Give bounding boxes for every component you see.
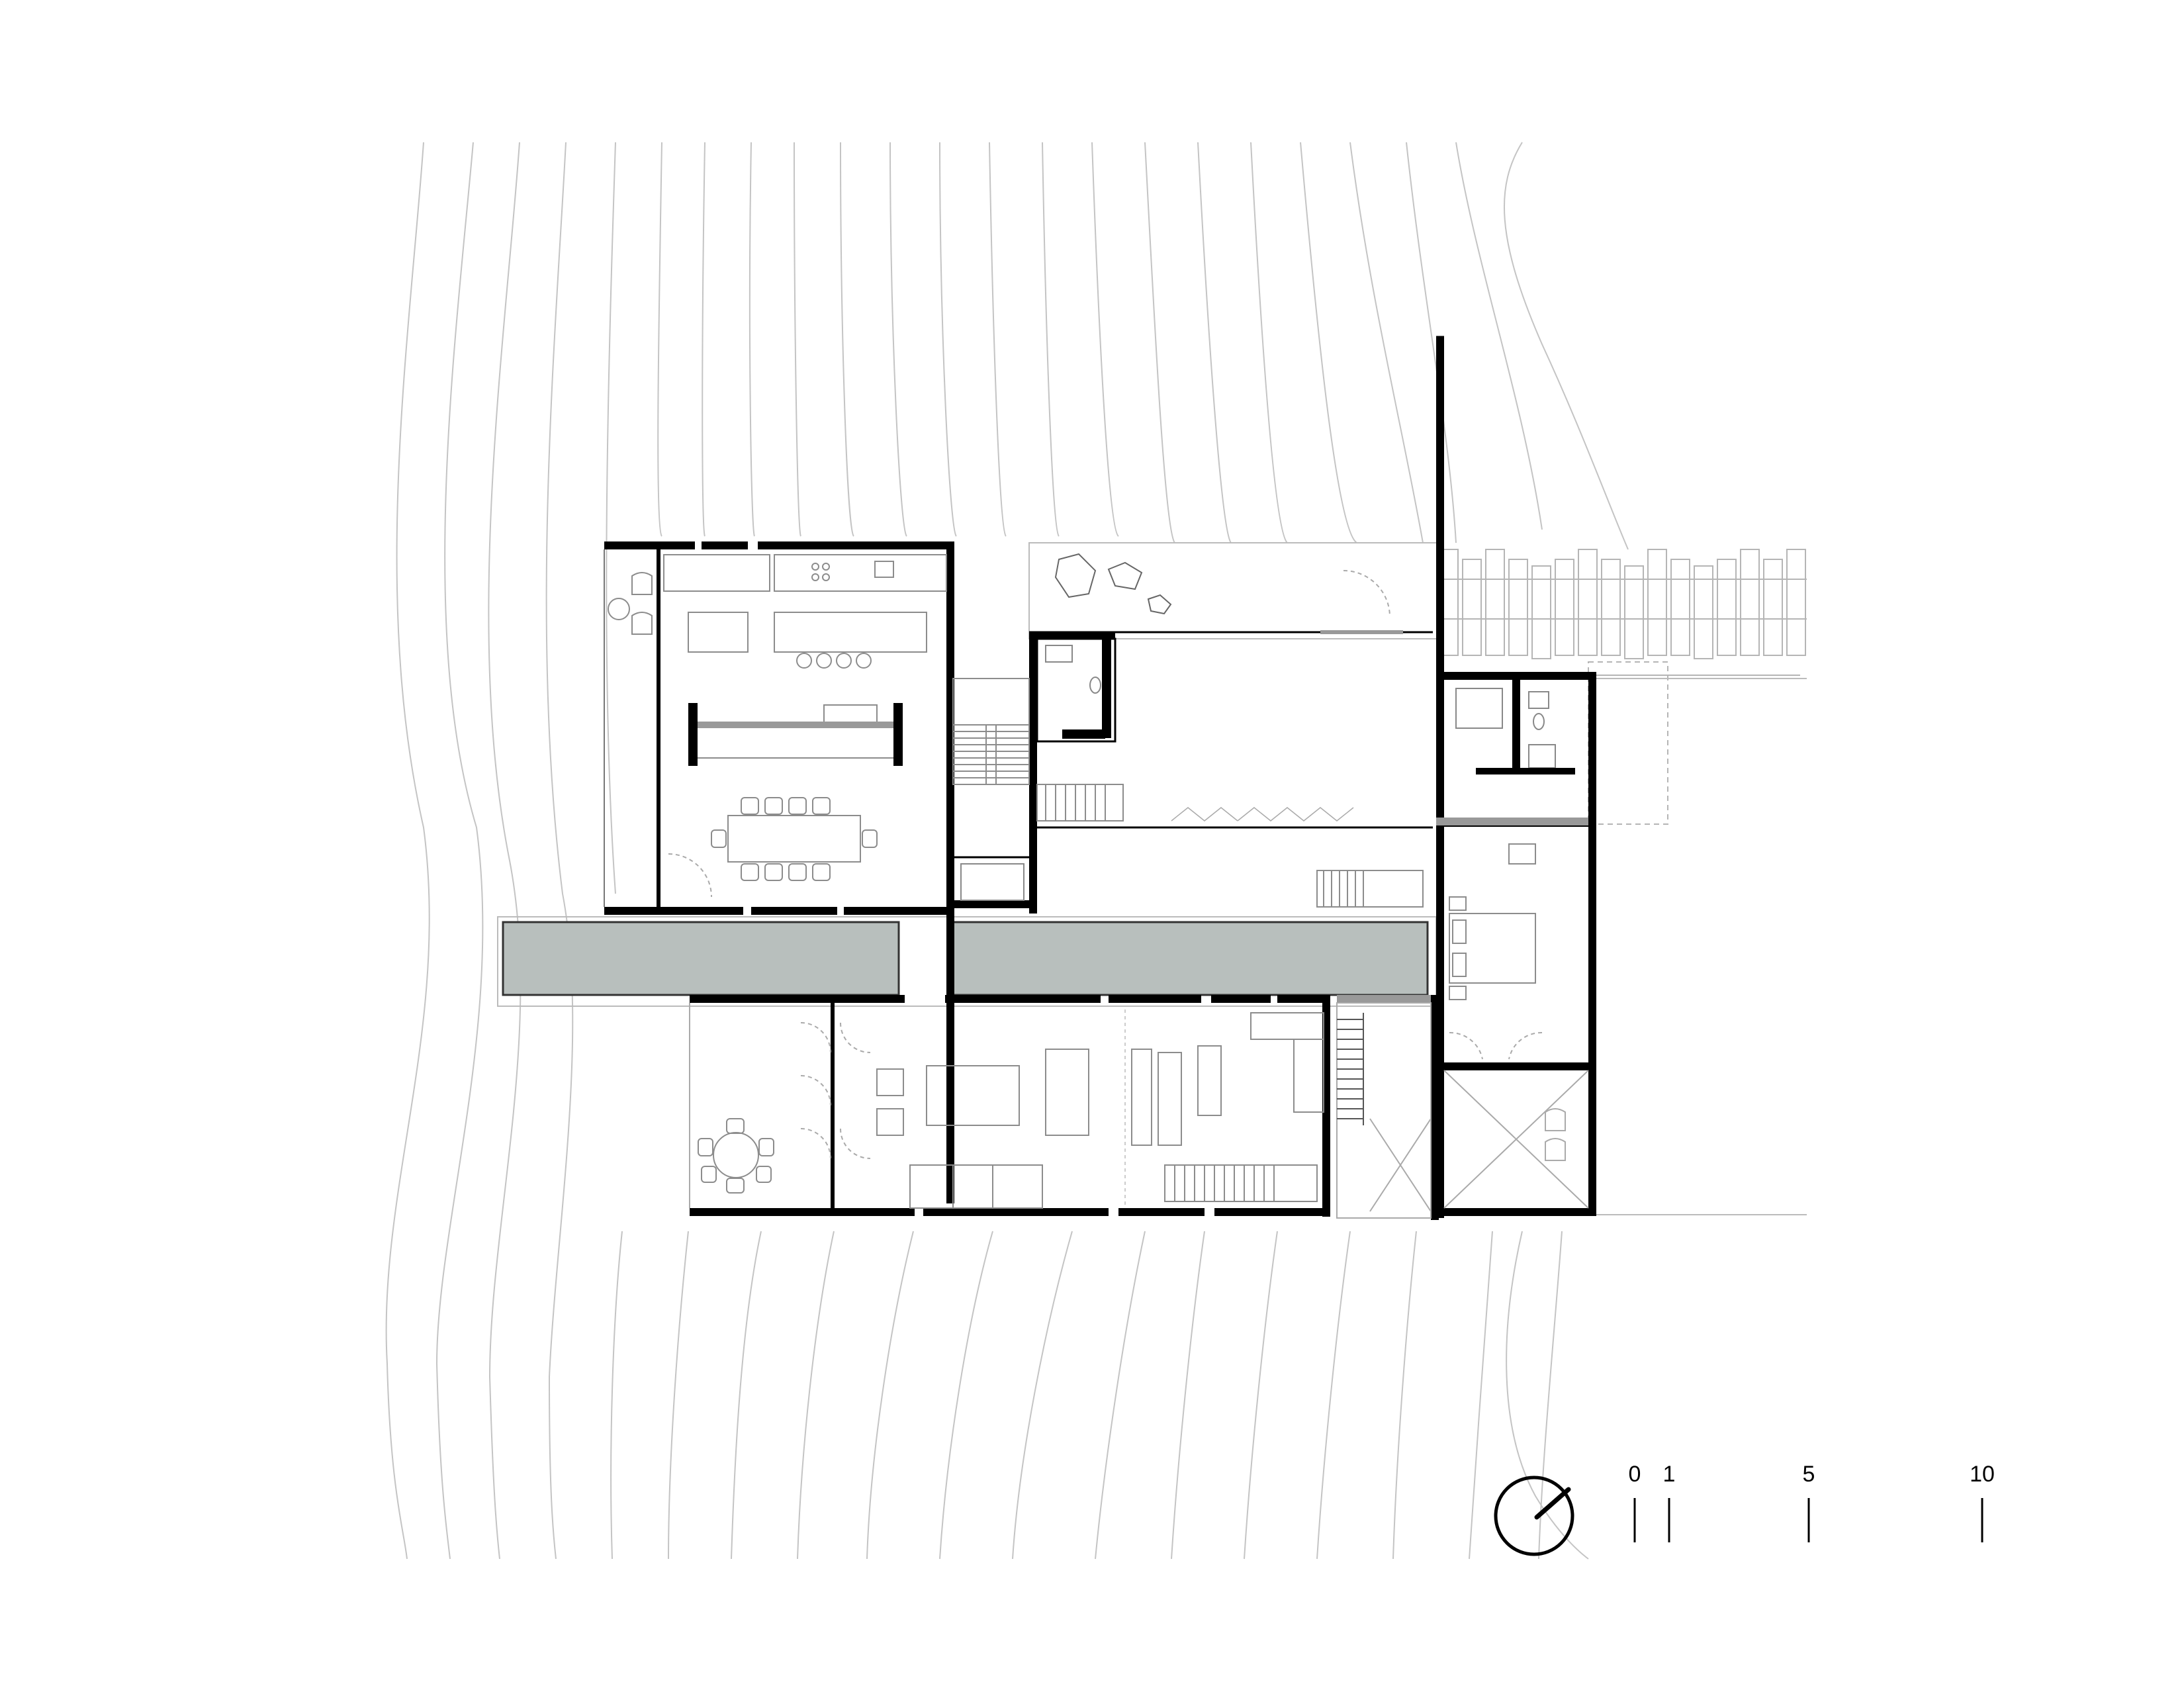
entry-bath — [1036, 637, 1116, 743]
contour-line — [1250, 142, 1563, 1560]
bed — [1449, 843, 1536, 1000]
kitchen-east-wall — [946, 541, 954, 915]
contour-line — [702, 142, 762, 1560]
pool-east — [950, 921, 1429, 996]
contour-line — [1455, 142, 1543, 530]
central-block — [952, 542, 1443, 914]
outdoor-dining — [698, 1118, 774, 1194]
scale-tick-label: 0 — [1629, 1462, 1641, 1487]
contour-line — [889, 142, 1073, 1560]
scale-tick-label: 1 — [1663, 1462, 1676, 1487]
stair-tower — [1336, 995, 1439, 1220]
kitchen-partition — [688, 703, 903, 766]
contour-line — [606, 142, 623, 1560]
east-court — [1443, 1070, 1589, 1209]
central-walls — [953, 632, 1115, 914]
east-walls — [1436, 336, 1596, 1215]
terrace-chairs-north — [608, 572, 653, 635]
door-swing — [668, 853, 712, 898]
living-door-swings — [800, 1022, 871, 1159]
terrain-contours — [385, 142, 1629, 1560]
stair-lower — [1316, 870, 1424, 908]
contour-line — [435, 142, 484, 1560]
contour-line — [1506, 1231, 1589, 1560]
contour-line — [989, 142, 1205, 1560]
bedroom-wing — [1436, 336, 1807, 1218]
contour-line — [1042, 142, 1278, 1560]
central-outline — [1028, 542, 1443, 639]
pools — [497, 916, 1437, 1007]
contour-line — [1197, 142, 1493, 1560]
kitchen-dining-wing — [604, 541, 954, 1203]
contour-line — [1091, 142, 1351, 1560]
contour-line — [794, 142, 914, 1560]
contour-line — [840, 142, 993, 1560]
dining-table — [711, 797, 878, 881]
living-wing — [689, 995, 1330, 1217]
contour-line — [1144, 142, 1417, 1560]
living-furniture — [876, 1012, 1324, 1209]
pool-west — [502, 921, 900, 996]
kitchen-counters — [663, 554, 947, 724]
contour-line — [1503, 142, 1629, 550]
contour-line — [1406, 142, 1457, 543]
contour-line — [385, 142, 430, 1560]
contour-line — [1300, 142, 1357, 543]
contour-line — [939, 142, 1146, 1560]
east-bath — [1455, 688, 1556, 769]
stair-north-treads — [953, 731, 1029, 778]
contour-line — [749, 142, 835, 1560]
living-stair — [1164, 1164, 1318, 1202]
contour-line — [488, 142, 522, 1560]
contour-line — [1349, 142, 1424, 543]
deck-boards — [1439, 549, 1807, 825]
contour-line — [657, 142, 689, 1560]
door-swing — [1343, 570, 1390, 618]
stair-central — [1036, 784, 1124, 821]
boulders — [1054, 553, 1172, 615]
scale-tick-label: 10 — [1970, 1462, 1995, 1487]
north-arrow-icon — [1494, 1476, 1574, 1556]
scale-tick-label: 5 — [1803, 1462, 1815, 1487]
contour-line — [545, 142, 574, 1560]
